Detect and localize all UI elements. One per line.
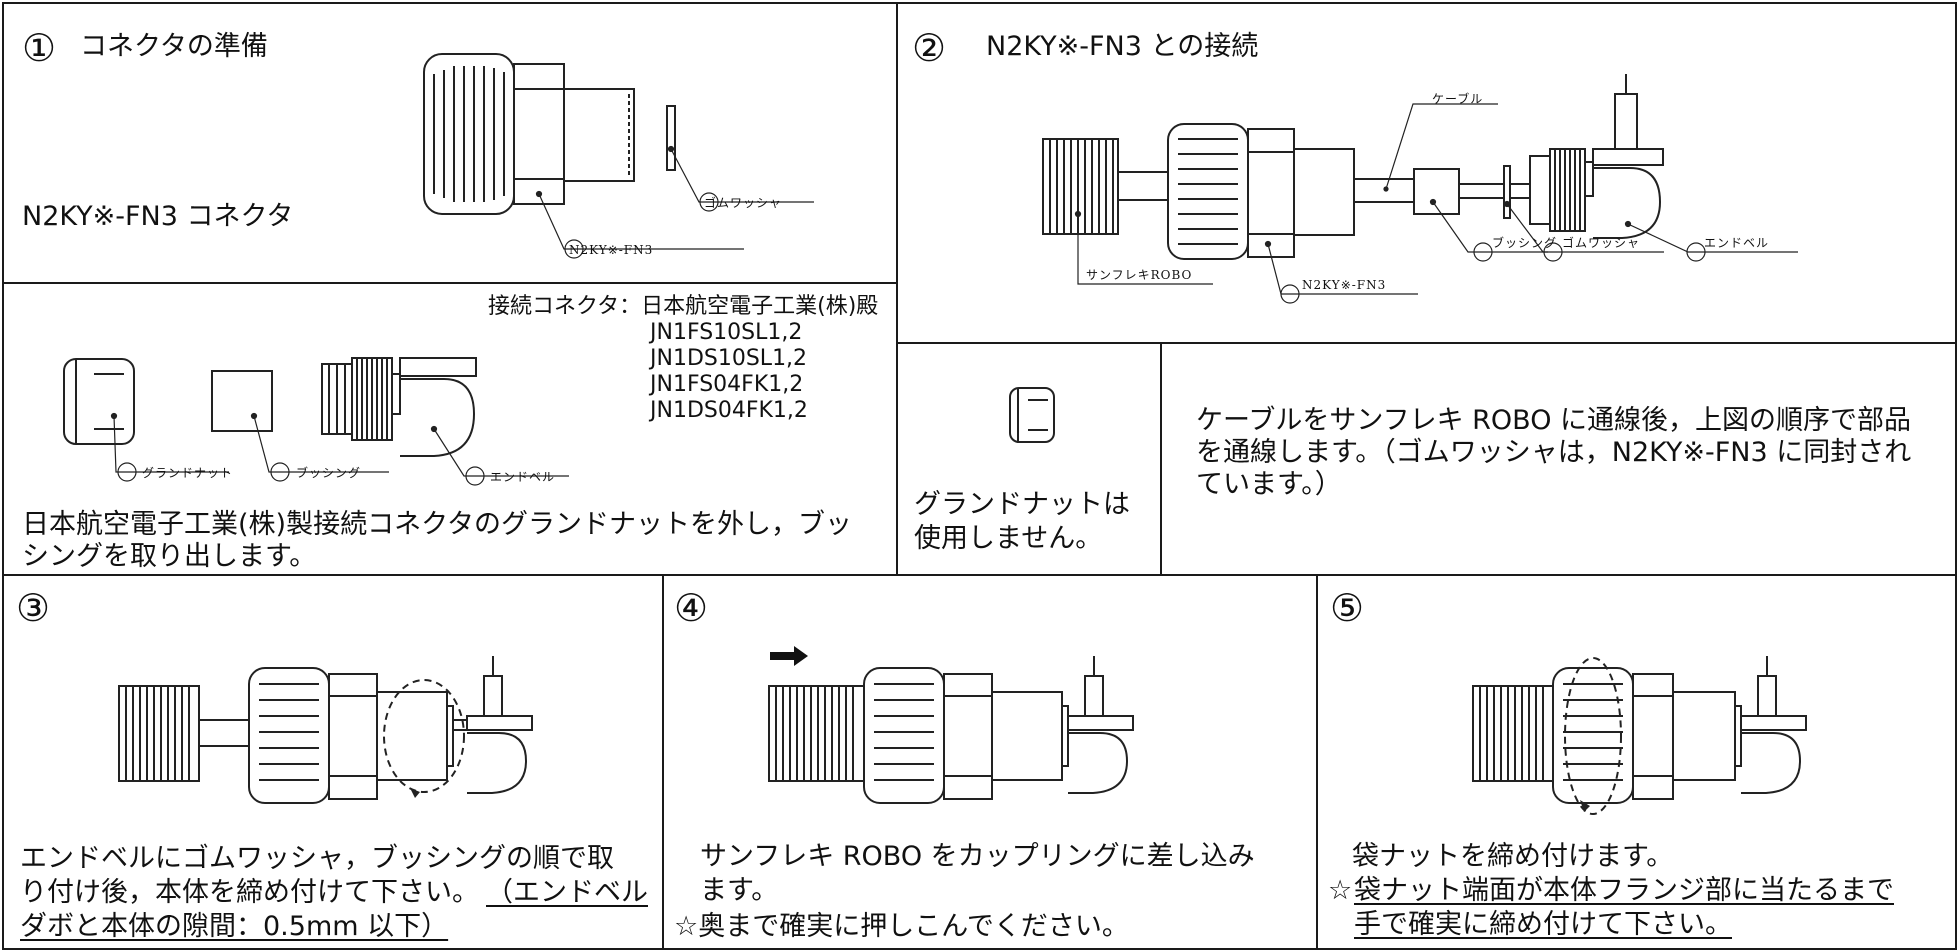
label-bushing: ブッシング [296,466,362,480]
model-1: JN1FS10SL1,2 [650,320,803,345]
step3-drawing [118,656,533,804]
routing-line-2: を通線します。（ゴムワッシャは，N2KY※-FN3 に同封され [1196,437,1912,468]
routing-line-3: ています。） [1196,469,1342,500]
step-title: コネクタの準備 [80,31,268,62]
panel-step-4: ④ サンフレキ ROBO をカップリングに差し込み ます。 ☆奥まで確実に押しこ… [662,574,1318,950]
step4-note: ☆奥まで確実に押しこんでください。 [674,911,1129,942]
step-title: N2KY※-FN3 との接続 [986,31,1259,62]
model-4: JN1DS04FK1,2 [650,398,808,423]
panel-gland-nut-note: グランドナットは 使用しません。 [896,342,1162,576]
step-number: ④ [674,586,709,630]
parts-drawing [63,357,569,486]
routing-line-1: ケーブルをサンフレキ ROBO に通線後，上図の順序で部品 [1196,405,1912,436]
label-bushing: ブッシング [1492,236,1558,250]
label-rubber-washer: ゴムワッシャ [704,196,783,210]
step4-line-1: サンフレキ ROBO をカップリングに差し込み [700,841,1255,872]
model-2: JN1DS10SL1,2 [650,346,808,371]
panel-step-5: ⑤ 袋ナットを締め付けます。 ☆ 袋ナット端面が本体フランジ部に当たるまで 手で… [1316,574,1957,950]
label-rubber-washer: ゴムワッシャ [1562,236,1641,250]
panel-connector-prep: ① コネクタの準備 N2KY※-FN3 コネクタ N2KY※-FN3 ゴムワッシ… [2,2,898,284]
label-endbell: エンドベル [490,470,556,484]
panel-routing-text: ケーブルをサンフレキ ROBO に通線後，上図の順序で部品 を通線します。（ゴム… [1160,342,1957,576]
panel-jae-connector: 接続コネクタ：日本航空電子工業(株)殿 JN1FS10SL1,2 JN1DS10… [2,282,898,576]
step3-line-3: ダボと本体の隙間：0.5mm 以下） [20,911,449,942]
step4-drawing [768,646,1134,804]
step5-drawing [1472,656,1807,815]
label-endbell: エンドベル [1704,236,1770,250]
instruction-line-2: シングを取り出します。 [22,541,317,572]
step-number: ② [912,26,947,70]
step5-line-3: 手で確実に締め付けて下さい。 [1354,909,1732,940]
model-3: JN1FS04FK1,2 [650,372,804,397]
gland-nut-drawing [1009,387,1055,443]
note-line-1: グランドナットは [914,489,1130,520]
step-number: ③ [16,586,51,630]
step5-star: ☆ [1328,875,1353,906]
connector-drawing [423,53,814,259]
panel-step-3: ③ エンドベルにゴムワッシャ，ブッシングの順で取 り付け後，本体を締め付けて下さ… [2,574,664,950]
label-n2ky: N2KY※-FN3 [569,243,654,257]
step5-line-1: 袋ナットを締め付けます。 [1352,841,1674,872]
step-number: ① [22,26,57,70]
connect-connector-label: 接続コネクタ：日本航空電子工業(株)殿 [488,294,879,319]
step4-line-2: ます。 [700,875,779,906]
instruction-line-1: 日本航空電子工業(株)製接続コネクタのグランドナットを外し，ブッ [22,509,852,540]
step3-line-1: エンドベルにゴムワッシャ，ブッシングの順で取 [20,843,614,874]
label-sunflex: サンフレキROBO [1086,268,1193,282]
step3-line-2a: り付け後，本体を締め付けて下さい。 [20,877,479,908]
assembly-drawing [1042,74,1798,304]
label-n2ky: N2KY※-FN3 [1302,278,1387,292]
connector-caption: N2KY※-FN3 コネクタ [22,201,294,232]
note-line-2: 使用しません。 [914,523,1103,554]
step5-line-2: 袋ナット端面が本体フランジ部に当たるまで [1354,875,1894,906]
step3-line-2b: （エンドベル [486,877,648,908]
label-gland-nut: グランドナット [142,466,234,480]
step-number: ⑤ [1330,586,1365,630]
panel-n2ky-connection: ② N2KY※-FN3 との接続 [896,2,1957,344]
label-cable: ケーブル [1432,92,1484,106]
